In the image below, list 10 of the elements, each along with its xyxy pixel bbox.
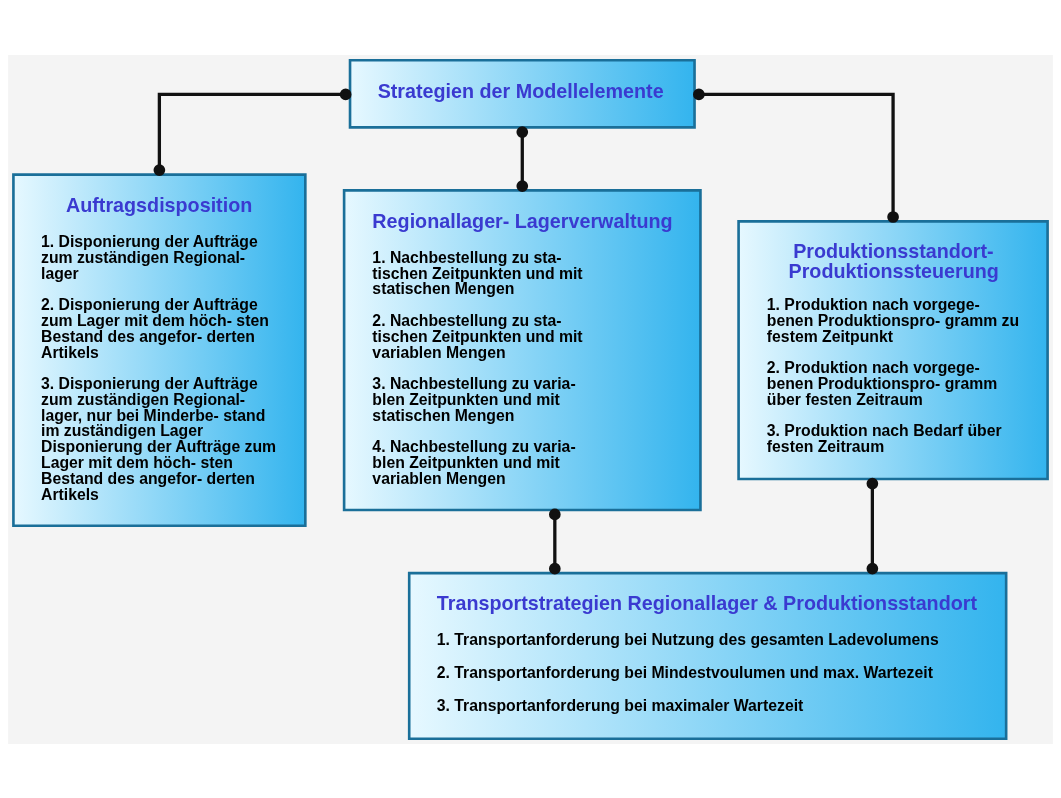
node-box: Transportstrategien Regionallager & Produktionsstandort 1. Transportanforderung bei Nutzung des gesamten Ladevolumens 2. Transportanforderung bei Mindestvoulumen und max. Wartezeit 3. Transportanforderung bei maximaler Wartezeit bbox=[407, 571, 1008, 740]
node-box: Auftragsdisposition 1. Disponierung der Aufträge zum zuständigen Regional- lager 2. Disponierung der Aufträge zum Lager mit dem höch- sten Bestand des angefor- derten Artikels 3. Disponierung der Aufträge zum zuständigen Regional- lager, nur bei Minderbe- stand im zuständigen Lager Disponierung der Aufträge zum Lager mit dem höch- sten Bestand des angefor- derten Artikels bbox=[12, 172, 307, 527]
node-box: Strategien der Modellelemente bbox=[348, 58, 696, 129]
connector bbox=[866, 477, 879, 574]
connector bbox=[693, 88, 899, 223]
node-box: Regionallager- Lagerverwaltung 1. Nachbestellung zu sta- tischen Zeitpunkten und mit statischen Mengen 2. Nachbestellung zu sta- tischen Zeitpunkten und mit variablen Mengen 3. Nachbestellung zu varia- blen Zeitpunkten und mit statischen Mengen 4. Nachbestellung zu varia- blen Zeitpunkten und mit variablen Mengen bbox=[342, 188, 702, 511]
connector bbox=[548, 508, 561, 575]
connector bbox=[153, 88, 352, 176]
node-box: Produktionsstandort- Produktionssteuerung 1. Produktion nach vorgege- benen Produktionspro- gramm zu festem Zeitpunkt 2. Produktion nach vorgege- benen Produktionspro- gramm über festen Zeitraum 3. Produktion nach Bedarf über festen Zeitraum bbox=[737, 219, 1049, 480]
connector bbox=[516, 125, 529, 192]
